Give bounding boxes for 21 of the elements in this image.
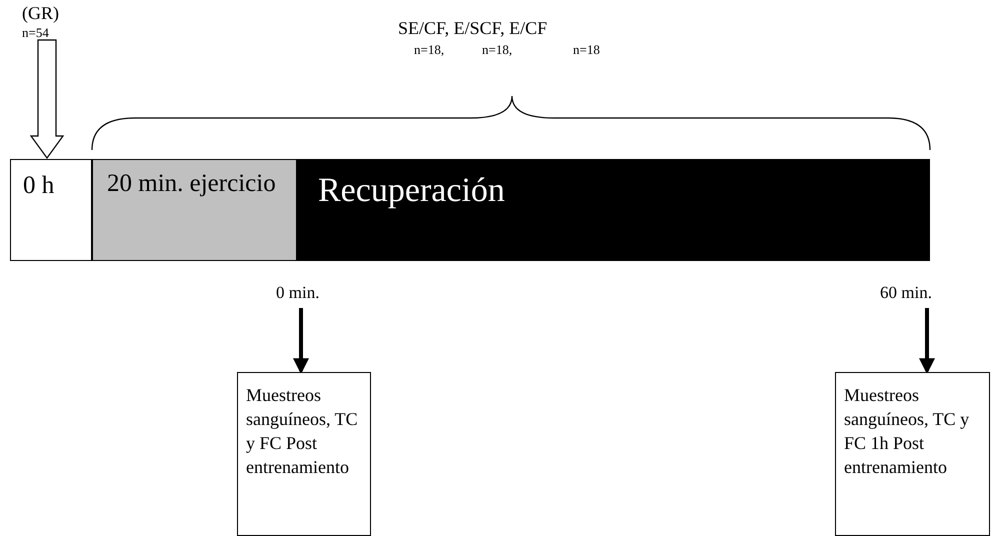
time-label: 60 min.	[880, 284, 932, 303]
arrow	[919, 308, 935, 374]
sample-size: n=18,	[482, 42, 512, 58]
note-text: Muestreos sanguíneos, TC y FC Post entrenamiento	[246, 384, 359, 479]
note-box	[835, 372, 990, 536]
sample-size: n=18,	[414, 42, 444, 58]
sample-size: n=54	[22, 26, 49, 40]
group-label: (GR)	[22, 4, 59, 24]
timeline-segment	[92, 159, 297, 261]
segment-label: 20 min. ejercicio	[107, 170, 277, 198]
arrow	[293, 308, 309, 374]
timeline-segment	[10, 159, 92, 261]
note-box	[237, 372, 371, 536]
group-list: SE/CF, E/SCF, E/CF	[398, 18, 548, 39]
segment-label: Recuperación	[318, 172, 506, 210]
sample-size: n=18	[573, 42, 600, 58]
time-label: 0 min.	[276, 284, 320, 303]
timeline-segment	[297, 159, 930, 261]
arrow	[30, 39, 64, 160]
note-text: Muestreos sanguíneos, TC y FC 1h Post entrenamiento	[844, 384, 970, 479]
segment-label: 0 h	[23, 172, 56, 200]
